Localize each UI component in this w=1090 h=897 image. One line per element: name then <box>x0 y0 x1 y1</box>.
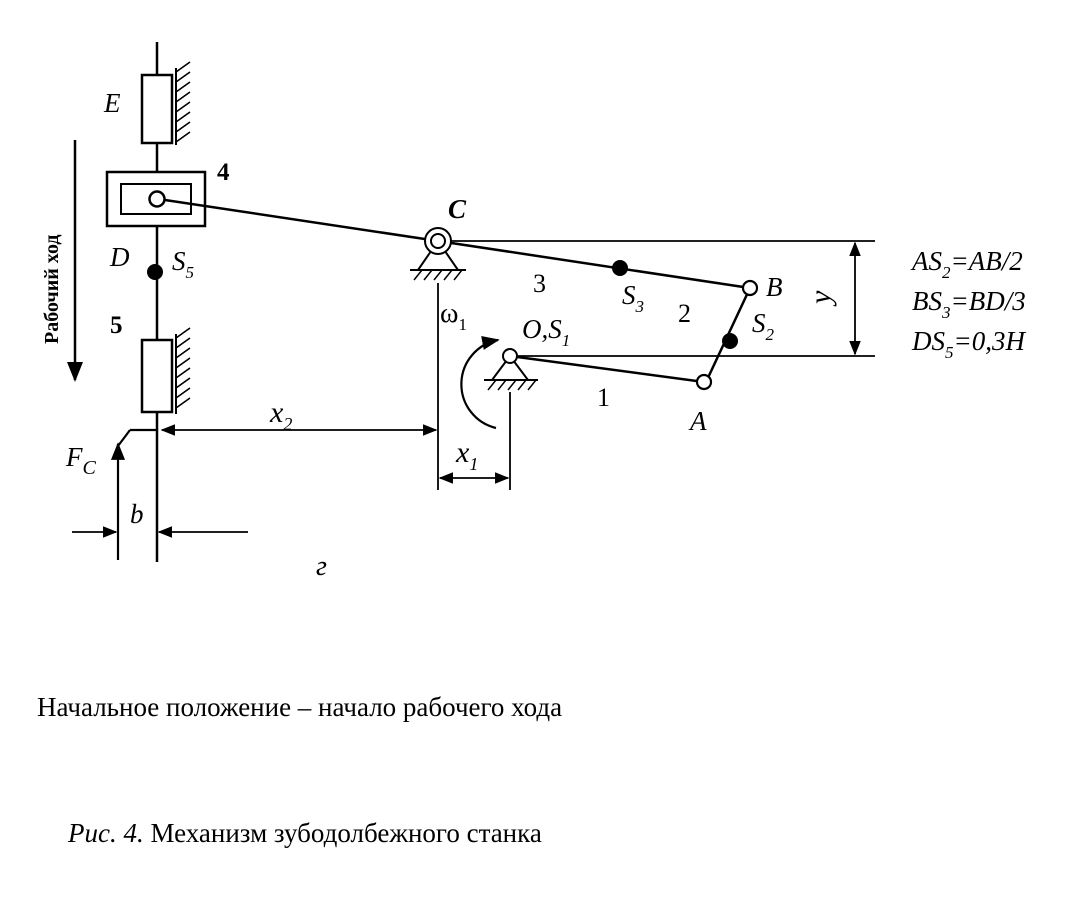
label-slider-4: 4 <box>217 159 230 186</box>
link-1 <box>509 354 705 384</box>
label-s3: S3 <box>622 280 644 316</box>
formula-bs3: BS3=BD/3 <box>912 286 1026 322</box>
label-fc: FC <box>65 442 97 479</box>
caption-position: Начальное положение – начало рабочего хо… <box>37 692 563 722</box>
label-x1: x1 <box>455 436 478 474</box>
slider-4 <box>105 170 207 228</box>
label-y: y <box>804 290 837 307</box>
label-stand-5: 5 <box>110 312 123 339</box>
omega-rotation-arrow <box>460 336 500 430</box>
label-link-3: 3 <box>533 269 546 298</box>
y-reference-lines <box>438 240 875 357</box>
label-panel-letter: г <box>316 551 327 582</box>
label-e: E <box>103 88 121 118</box>
joint-a <box>695 373 713 391</box>
force-fc <box>110 428 157 560</box>
label-o-s1: O,S1 <box>522 314 570 350</box>
label-link-2: 2 <box>678 299 691 328</box>
joint-b <box>741 279 759 297</box>
link-3 <box>164 198 751 290</box>
formula-ds5: DS5=0,3H <box>911 326 1026 362</box>
mass-center-s2 <box>722 333 738 349</box>
label-x2: x2 <box>269 396 292 434</box>
label-omega: ω1 <box>440 298 467 334</box>
mass-center-s3 <box>612 260 628 276</box>
label-s5: S5 <box>172 246 194 282</box>
formula-as2: AS2=AB/2 <box>910 246 1023 282</box>
label-a: A <box>688 406 707 436</box>
label-c: C <box>448 194 467 224</box>
label-b-dim: b <box>130 499 144 529</box>
label-s2: S2 <box>752 308 775 344</box>
x-dimension-lines <box>160 283 511 490</box>
caption-figure: Рис. 4. Механизм зубодолбежного станка <box>68 818 542 849</box>
pivot-o <box>484 348 538 391</box>
guide-e <box>140 61 191 145</box>
label-b: B <box>766 272 783 302</box>
label-d: D <box>109 242 130 272</box>
working-stroke-label: Рабочий ход <box>41 234 63 344</box>
pivot-c <box>410 227 466 281</box>
guide-5 <box>140 327 191 414</box>
caption-figure-title: Механизм зубодолбежного станка <box>150 818 542 848</box>
mass-center-s5 <box>147 264 163 280</box>
mechanism-diagram: Рабочий ход E 4 D S5 5 C 3 S3 2 B S2 ω1 … <box>41 42 1026 582</box>
caption-figure-label: Рис. 4. <box>68 818 144 848</box>
label-link-1: 1 <box>597 383 610 412</box>
